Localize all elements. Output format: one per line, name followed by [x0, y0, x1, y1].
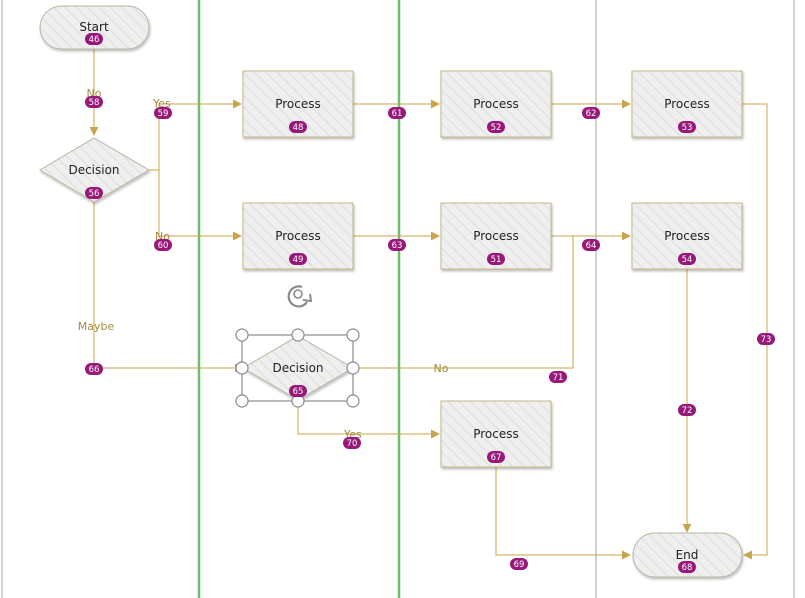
badge-number: 72	[682, 406, 693, 416]
badge-64: 64	[582, 239, 600, 251]
badge-56: 56	[85, 187, 103, 199]
process-67-label: Process	[473, 427, 519, 441]
process-54-label: Process	[664, 229, 710, 243]
badge-71: 71	[549, 371, 567, 383]
badge-number: 48	[293, 123, 304, 133]
badge-number: 51	[491, 255, 502, 265]
terminal-start[interactable]: Start	[39, 5, 150, 50]
badge-number: 60	[158, 241, 169, 251]
connector-71[interactable]	[353, 236, 574, 369]
badge-60: 60	[154, 239, 172, 251]
connector-66[interactable]	[93, 200, 244, 373]
badge-number: 73	[761, 335, 772, 345]
resize-handle-w[interactable]	[235, 361, 249, 375]
process-52-label: Process	[473, 97, 519, 111]
badge-49: 49	[289, 253, 307, 265]
process-51-label: Process	[473, 229, 519, 243]
badge-number: 49	[293, 255, 304, 265]
decision-56[interactable]: Decision	[39, 137, 150, 203]
connector-73[interactable]	[742, 103, 768, 560]
badge-number: 69	[514, 560, 525, 570]
badge-72: 72	[678, 404, 696, 416]
badge-number: 46	[89, 35, 100, 45]
badge-number: 68	[682, 563, 693, 573]
resize-handle-e[interactable]	[346, 361, 360, 375]
badge-54: 54	[678, 253, 696, 265]
resize-handle-se[interactable]	[346, 394, 360, 408]
badge-number: 58	[89, 98, 100, 108]
badge-73: 73	[757, 333, 775, 345]
connector-label-66: Maybe	[78, 320, 115, 333]
id-badges: 46 56 48 52 53 49 51 54 65 67 68 58 59 6…	[85, 33, 775, 573]
badge-number: 61	[392, 109, 403, 119]
badge-68: 68	[678, 561, 696, 573]
badge-number: 64	[586, 241, 597, 251]
shapes: Start Decision Process Process Process P…	[39, 5, 743, 578]
connector-label-71: No	[434, 362, 449, 375]
rotate-icon[interactable]	[287, 285, 313, 308]
badge-number: 71	[553, 373, 564, 383]
badge-number: 70	[347, 439, 358, 449]
decision-65-label: Decision	[272, 361, 323, 375]
badge-52: 52	[487, 121, 505, 133]
badge-number: 67	[491, 453, 502, 463]
badge-59: 59	[154, 107, 172, 119]
badge-number: 66	[89, 365, 100, 375]
process-51[interactable]: Process	[440, 202, 552, 270]
process-48-label: Process	[275, 97, 321, 111]
resize-handle-nw[interactable]	[235, 328, 249, 342]
badge-46: 46	[85, 33, 103, 45]
resize-handle-ne[interactable]	[346, 328, 360, 342]
connector-60[interactable]	[158, 170, 242, 241]
badge-61: 61	[388, 107, 406, 119]
resize-handle-sw[interactable]	[235, 394, 249, 408]
terminal-end-label: End	[676, 548, 699, 562]
badge-number: 63	[392, 241, 403, 251]
connector-label-59: Yes	[152, 97, 171, 110]
connector-59[interactable]	[149, 99, 242, 171]
badge-number: 54	[682, 255, 693, 265]
badge-number: 65	[293, 387, 304, 397]
selection-frame	[235, 285, 360, 408]
badge-51: 51	[487, 253, 505, 265]
badge-58: 58	[85, 96, 103, 108]
process-52[interactable]: Process	[440, 70, 552, 138]
decision-56-label: Decision	[68, 163, 119, 177]
badge-number: 59	[158, 109, 169, 119]
badge-70: 70	[343, 437, 361, 449]
resize-handle-n[interactable]	[291, 328, 305, 342]
badge-69: 69	[510, 558, 528, 570]
badge-number: 52	[491, 123, 502, 133]
badge-67: 67	[487, 451, 505, 463]
badge-62: 62	[582, 107, 600, 119]
badge-63: 63	[388, 239, 406, 251]
terminal-start-label: Start	[79, 20, 109, 34]
process-49-label: Process	[275, 229, 321, 243]
connector-70[interactable]	[297, 400, 440, 439]
badge-53: 53	[678, 121, 696, 133]
process-53[interactable]: Process	[631, 70, 743, 138]
badge-48: 48	[289, 121, 307, 133]
badge-number: 62	[586, 109, 597, 119]
badge-65: 65	[289, 385, 307, 397]
connector-69[interactable]	[495, 466, 631, 560]
process-53-label: Process	[664, 97, 710, 111]
terminal-end[interactable]: End	[632, 532, 743, 578]
badge-number: 56	[89, 189, 100, 199]
badge-number: 53	[682, 123, 693, 133]
badge-66: 66	[85, 363, 103, 375]
